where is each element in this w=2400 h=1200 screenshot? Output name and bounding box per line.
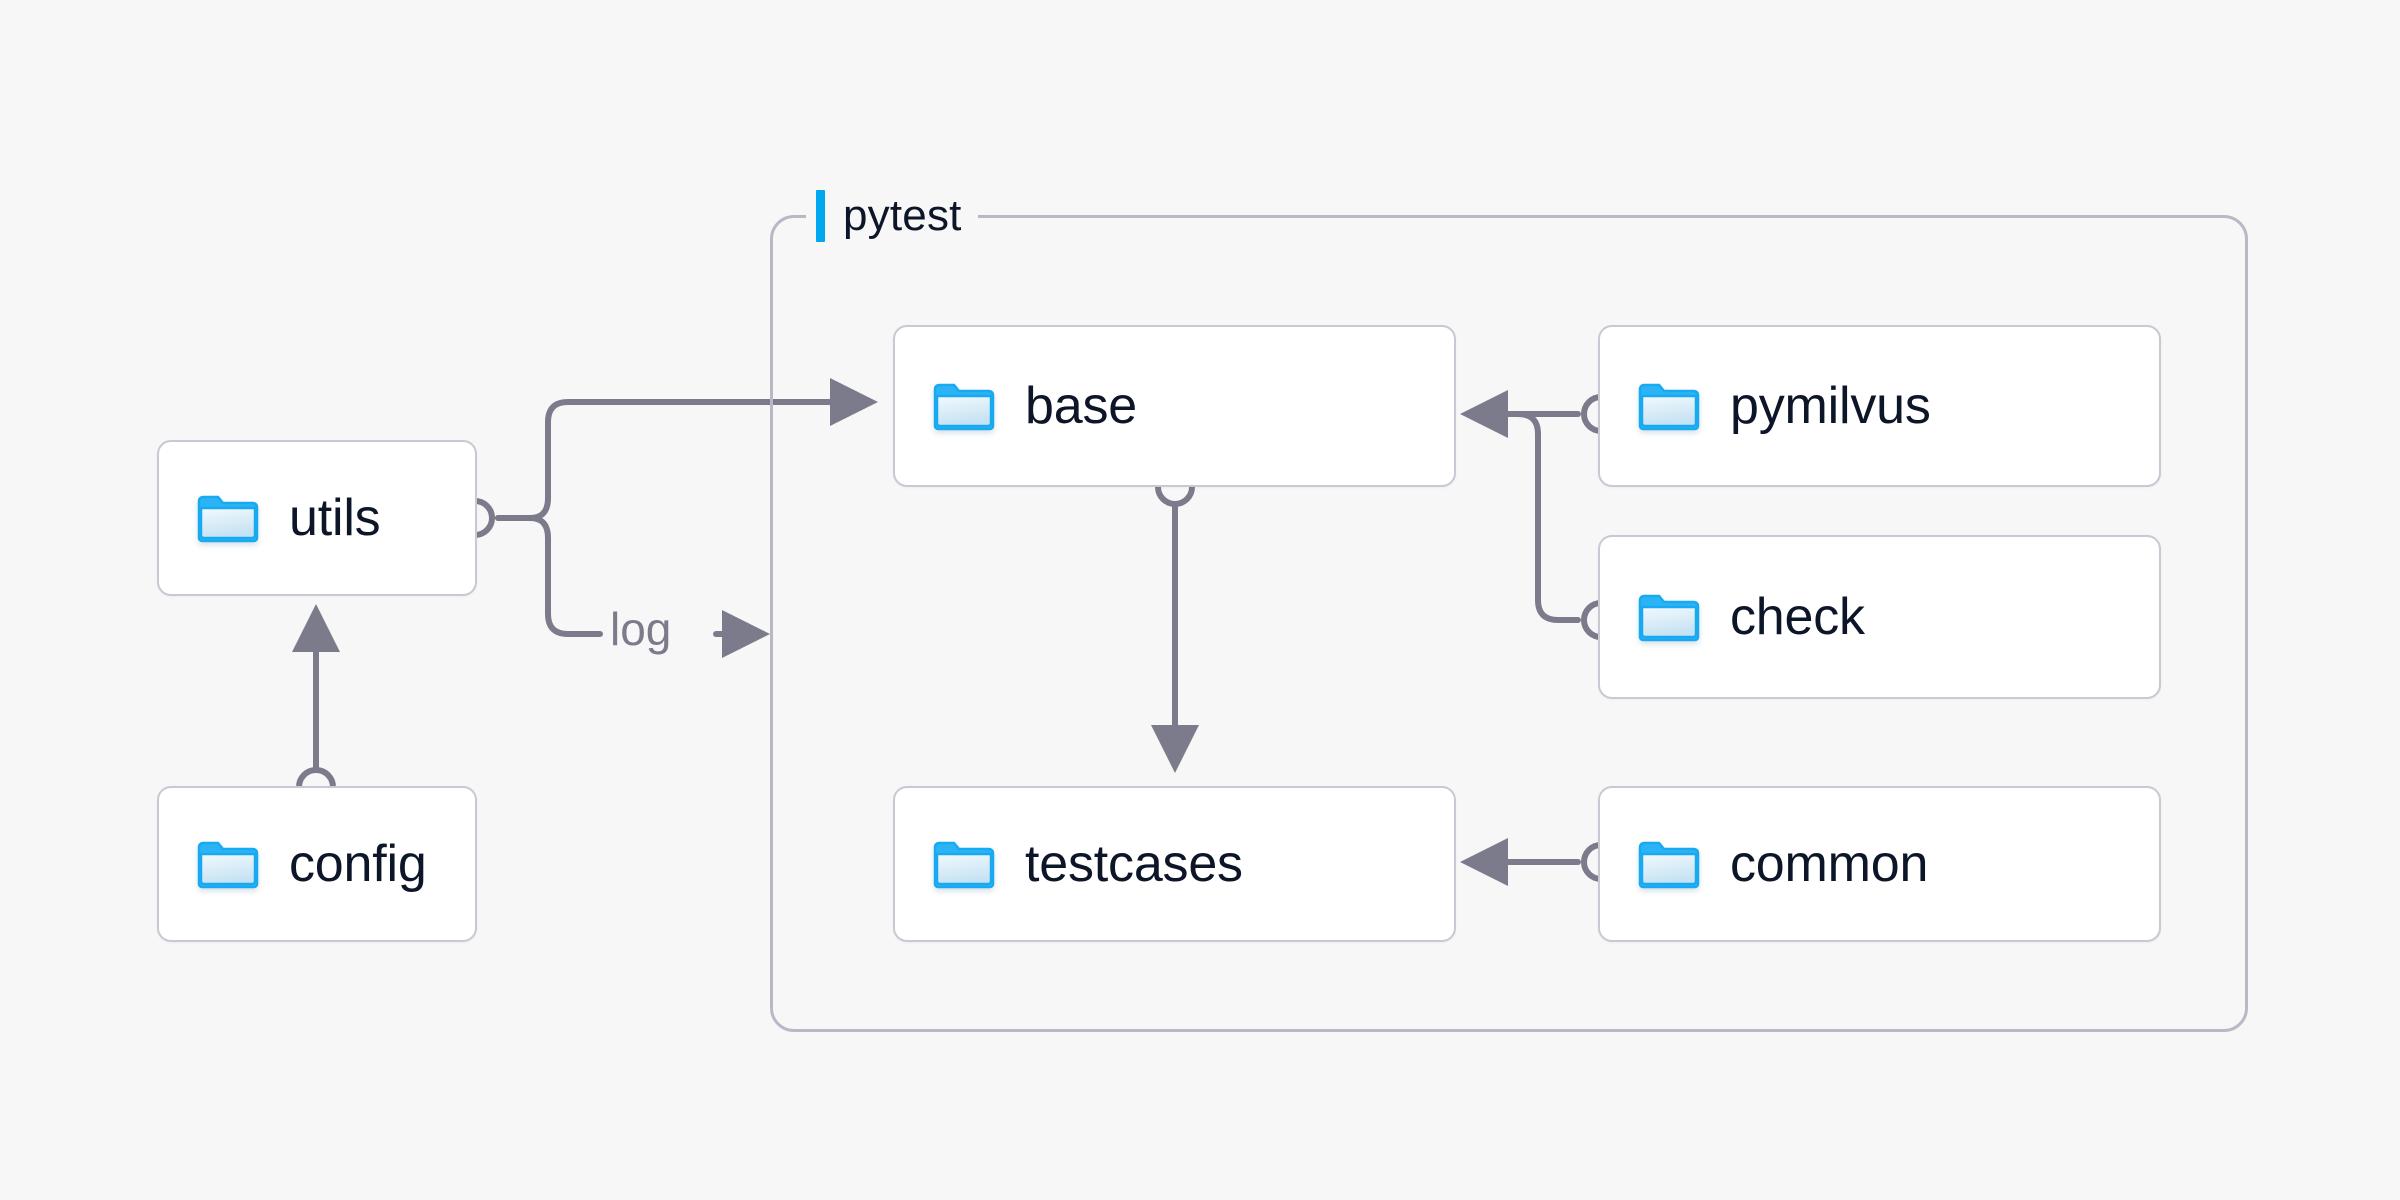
node-label: testcases xyxy=(1025,835,1243,893)
node-base[interactable]: base xyxy=(893,325,1456,487)
group-label-text: pytest xyxy=(843,191,962,240)
folder-icon xyxy=(933,380,995,432)
node-pymilvus[interactable]: pymilvus xyxy=(1598,325,2161,487)
folder-icon xyxy=(197,838,259,890)
node-label: check xyxy=(1730,588,1865,646)
pytest-group-label: pytest xyxy=(806,187,978,245)
node-check[interactable]: check xyxy=(1598,535,2161,699)
node-config[interactable]: config xyxy=(157,786,477,942)
pytest-group[interactable] xyxy=(770,215,2248,1032)
node-label: config xyxy=(289,835,427,893)
node-testcases[interactable]: testcases xyxy=(893,786,1456,942)
folder-icon xyxy=(197,492,259,544)
node-utils[interactable]: utils xyxy=(157,440,477,596)
node-label: pymilvus xyxy=(1730,377,1931,435)
node-common[interactable]: common xyxy=(1598,786,2161,942)
node-label: common xyxy=(1730,835,1929,893)
group-accent-bar xyxy=(816,190,825,242)
node-label: base xyxy=(1025,377,1137,435)
folder-icon xyxy=(1638,380,1700,432)
node-label: utils xyxy=(289,489,381,547)
edge-label-log: log xyxy=(610,603,672,655)
folder-icon xyxy=(933,838,995,890)
folder-icon xyxy=(1638,591,1700,643)
folder-icon xyxy=(1638,838,1700,890)
edge-utils-to-log xyxy=(495,515,603,637)
